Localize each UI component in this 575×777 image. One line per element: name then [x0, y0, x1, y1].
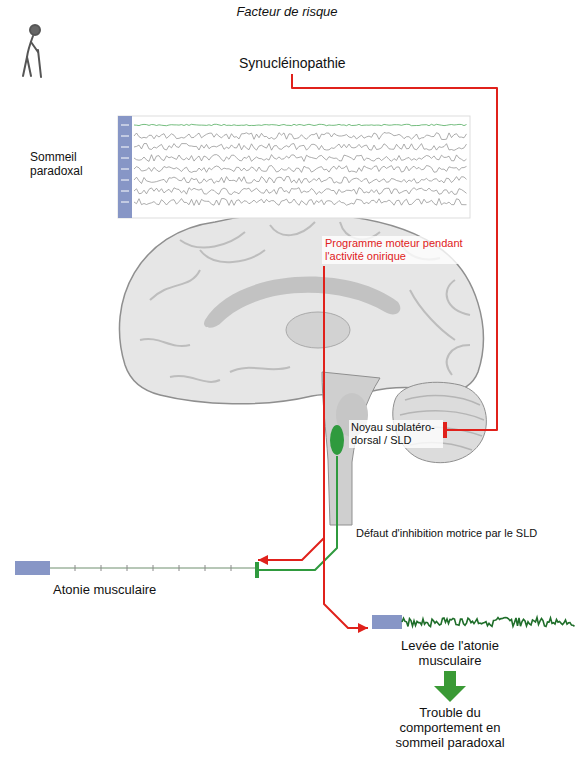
gyrus [140, 339, 190, 346]
gyrus [410, 290, 455, 340]
gyrus [200, 250, 265, 262]
node-text: Synucléinopathie [235, 54, 350, 72]
gyrus [270, 222, 315, 235]
gyrus [230, 367, 290, 372]
patient-legs [23, 57, 31, 76]
eeg-trace [134, 166, 467, 173]
eeg-channel-ticks [121, 125, 129, 202]
risk-factor-node: Synucléinopathie [235, 54, 350, 72]
deficit-note: Défaut d'inhibition motrice par le SLD [356, 527, 572, 540]
brain-illustration [119, 213, 486, 525]
gyrus [447, 345, 470, 375]
folium [405, 395, 480, 405]
gyrus [150, 270, 200, 300]
motor-program-node: Programme moteur pendant l'activité onir… [322, 236, 474, 264]
node-text: Levée de l'atonie musculaire [370, 612, 530, 668]
eeg-trace [134, 155, 467, 162]
gyrus [447, 280, 470, 315]
eeg-frame [118, 116, 470, 218]
node-text: Atonie musculaire [15, 556, 255, 598]
inhibition-connector [292, 74, 497, 430]
eeg-trace [134, 133, 467, 140]
patient-arm [31, 42, 38, 52]
emg-ticks [75, 565, 231, 571]
node-text: Programme moteur pendant l'activité onir… [322, 236, 474, 264]
eeg-trace [134, 177, 467, 184]
emg-release-node: Levée de l'atonie musculaire [370, 612, 575, 668]
thalamus [286, 312, 350, 348]
outcome-block-arrow [434, 671, 466, 702]
eeg-trace [134, 144, 467, 151]
eeg-label: Sommeil paradoxal [30, 150, 112, 178]
gyrus [170, 376, 220, 382]
outcome-node: Trouble du comportement en sommeil parad… [390, 705, 510, 750]
node-text: Noyau sublatéro-dorsal / SLD [349, 420, 443, 448]
folium [400, 411, 484, 420]
emg-atonia-node: Atonie musculaire [15, 556, 255, 598]
patient-head [30, 25, 40, 35]
connectors [257, 74, 497, 702]
patient-icon [23, 25, 41, 77]
motor-connector [258, 266, 324, 560]
patient-body [27, 36, 33, 57]
emg-active-trace [370, 612, 575, 634]
sld-nucleus [329, 424, 345, 458]
emg-channel-strip [372, 615, 402, 629]
eeg-trace [134, 188, 467, 195]
emg-burst [402, 618, 575, 627]
brainstem [322, 372, 380, 525]
risk-factor-heading: Facteur de risque [187, 4, 387, 19]
patient-cane [38, 50, 41, 77]
eeg-trace [134, 199, 467, 206]
channel-tick [121, 125, 129, 202]
emg-flat-trace [15, 556, 255, 580]
cerebrum [119, 213, 483, 404]
node-text: Trouble du comportement en sommeil parad… [390, 705, 510, 750]
sld-ellipse [330, 425, 344, 455]
eeg-trace [134, 124, 467, 125]
gyrus [180, 232, 245, 248]
eeg-channel-strip [118, 116, 132, 218]
emg-channel-strip [15, 561, 50, 575]
sld-nucleus-node: Noyau sublatéro-dorsal / SLD [329, 420, 443, 448]
eeg-traces [134, 124, 467, 205]
eeg-panel [118, 116, 470, 218]
